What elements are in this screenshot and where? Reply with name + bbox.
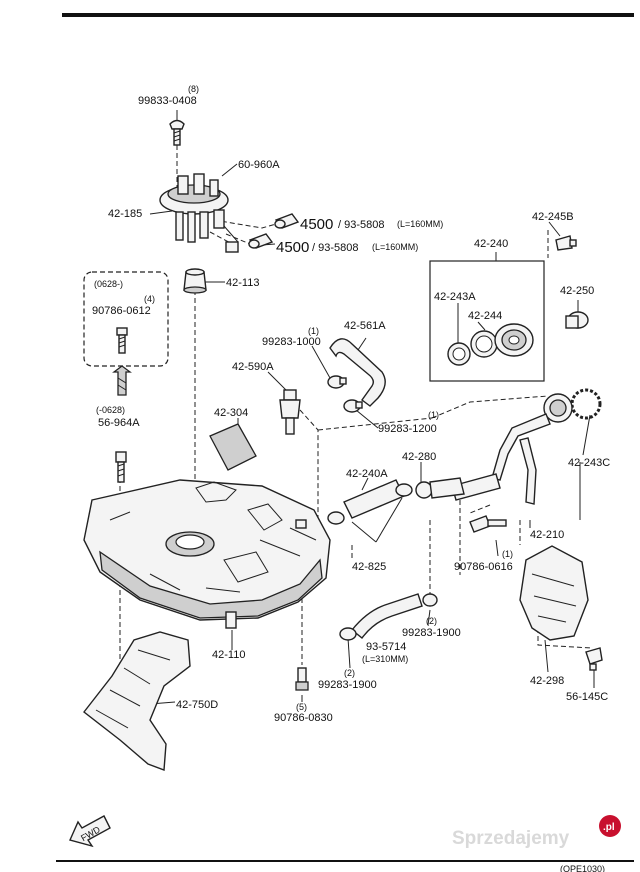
- label-99283-1000: 99283-1000: [262, 336, 321, 348]
- label-99283-1900-upper-qty: (2): [426, 616, 437, 626]
- protector-42-298: [519, 545, 589, 641]
- label-90786-0830-qty: (5): [296, 702, 307, 712]
- label-99283-1900-lower-qty: (2): [344, 668, 355, 678]
- label-42-825: 42-825: [352, 561, 386, 573]
- label-42-561A: 42-561A: [344, 320, 386, 332]
- label-range-bottom: (-0628): [96, 405, 125, 415]
- clamp-99283-1900-b: [395, 483, 413, 497]
- label-range-top: (0628-): [94, 279, 123, 289]
- label-99283-1900-upper: 99283-1900: [402, 627, 461, 639]
- label-60-960A: 60-960A: [238, 159, 280, 171]
- clamp-99283-1900-a: [327, 511, 345, 525]
- clamp-99283-1000: [327, 375, 347, 389]
- label-90786-0612: 90786-0612: [92, 305, 151, 317]
- bolt-99833-0408: [169, 119, 185, 146]
- label-4500-upper: 4500: [300, 216, 333, 233]
- fuel-tank-42-110: [83, 479, 331, 629]
- valve-42-590A: [279, 389, 301, 435]
- seal-42-244: [470, 330, 498, 358]
- label-42-240A: 42-240A: [346, 468, 388, 480]
- heat-shield-42-750D: [83, 631, 191, 771]
- grommet-42-250: [565, 311, 589, 329]
- bottom-rule: [56, 860, 634, 862]
- hose-93-5714: [351, 593, 423, 639]
- supersede-arrow: [112, 365, 132, 396]
- hose-42-240A: [343, 479, 405, 519]
- watermark-text: Sprzedajemy: [452, 828, 570, 849]
- label-99283-1200: 99283-1200: [378, 423, 437, 435]
- label-99283-1900-lower: 99283-1900: [318, 679, 377, 691]
- label-93-5714: 93-5714: [366, 641, 406, 653]
- watermark-badge: [599, 815, 621, 837]
- label-93-5714-length: (L=310MM): [362, 654, 408, 664]
- label-42-298: 42-298: [530, 675, 564, 687]
- label-42-244: 42-244: [468, 310, 502, 322]
- label-length-upper: (L=160MM): [397, 219, 443, 229]
- filler-pipe-42-210: [451, 393, 573, 505]
- label-93-5808-upper: / 93-5808: [338, 219, 384, 231]
- label-42-110: 42-110: [212, 649, 245, 661]
- gasket-42-243C: [570, 388, 602, 420]
- label-42-113: 42-113: [226, 277, 259, 289]
- cap-42-240: [494, 323, 534, 357]
- clamp-99283-1900-c: [422, 593, 438, 607]
- label-42-280: 42-280: [402, 451, 436, 463]
- label-42-750D: 42-750D: [176, 699, 218, 711]
- label-99283-1200-qty: (1): [428, 410, 439, 420]
- label-length-lower: (L=160MM): [372, 242, 418, 252]
- hose-42-280: [415, 477, 465, 499]
- bolt-90786-0830: [295, 667, 309, 691]
- label-90786-0830: 90786-0830: [274, 712, 333, 724]
- label-4500-lower: 4500: [276, 239, 309, 256]
- range-box: [83, 271, 169, 367]
- grommet-42-113: [183, 268, 207, 294]
- label-99833-qty: (8): [188, 84, 199, 94]
- top-rule: [62, 13, 634, 17]
- pad-42-304: [209, 423, 257, 471]
- label-99283-1000-qty: (1): [308, 326, 319, 336]
- hose-42-561A: [329, 338, 386, 407]
- label-42-250: 42-250: [560, 285, 594, 297]
- ring-42-243A: [447, 342, 471, 366]
- label-42-590A: 42-590A: [232, 361, 274, 373]
- label-42-304: 42-304: [214, 407, 248, 419]
- bolt-90786-0616: [469, 515, 507, 533]
- label-90786-0616: 90786-0616: [454, 561, 513, 573]
- label-42-210: 42-210: [530, 529, 564, 541]
- label-42-185: 42-185: [108, 208, 142, 220]
- fwd-arrow: [69, 815, 111, 848]
- bolt-56-964A: [115, 451, 127, 483]
- label-90786-0616-qty: (1): [502, 549, 513, 559]
- hose-clip-4500-lower: [248, 233, 274, 249]
- label-42-243A: 42-243A: [434, 291, 476, 303]
- label-99833-0408: 99833-0408: [138, 95, 197, 107]
- label-90786-0612-qty: (4): [144, 294, 155, 304]
- label-42-243C: 42-243C: [568, 457, 610, 469]
- callout-labels: (8) 99833-0408 60-960A 42-185 4500 / 93-…: [79, 84, 610, 872]
- clamp-99283-1900-d: [339, 627, 357, 641]
- bolt-90786-0612: [116, 327, 128, 354]
- label-42-240: 42-240: [474, 238, 508, 250]
- filler-cap-box: [429, 260, 545, 382]
- corner-code: (OPE1030): [560, 864, 605, 872]
- watermark-tld: .pl: [603, 822, 615, 833]
- hose-clip-4500-upper: [274, 213, 300, 229]
- label-93-5808-lower: / 93-5808: [312, 242, 358, 254]
- label-56-145C: 56-145C: [566, 691, 608, 703]
- clip-56-145C: [585, 647, 603, 671]
- screw-42-245B: [555, 235, 577, 251]
- label-42-245B: 42-245B: [532, 211, 574, 223]
- watermark: Sprzedajemy .pl: [452, 815, 621, 849]
- label-56-964A: 56-964A: [98, 417, 140, 429]
- fuel-pump-unit-60-960A: [159, 173, 239, 253]
- clamp-99283-1200: [343, 399, 363, 413]
